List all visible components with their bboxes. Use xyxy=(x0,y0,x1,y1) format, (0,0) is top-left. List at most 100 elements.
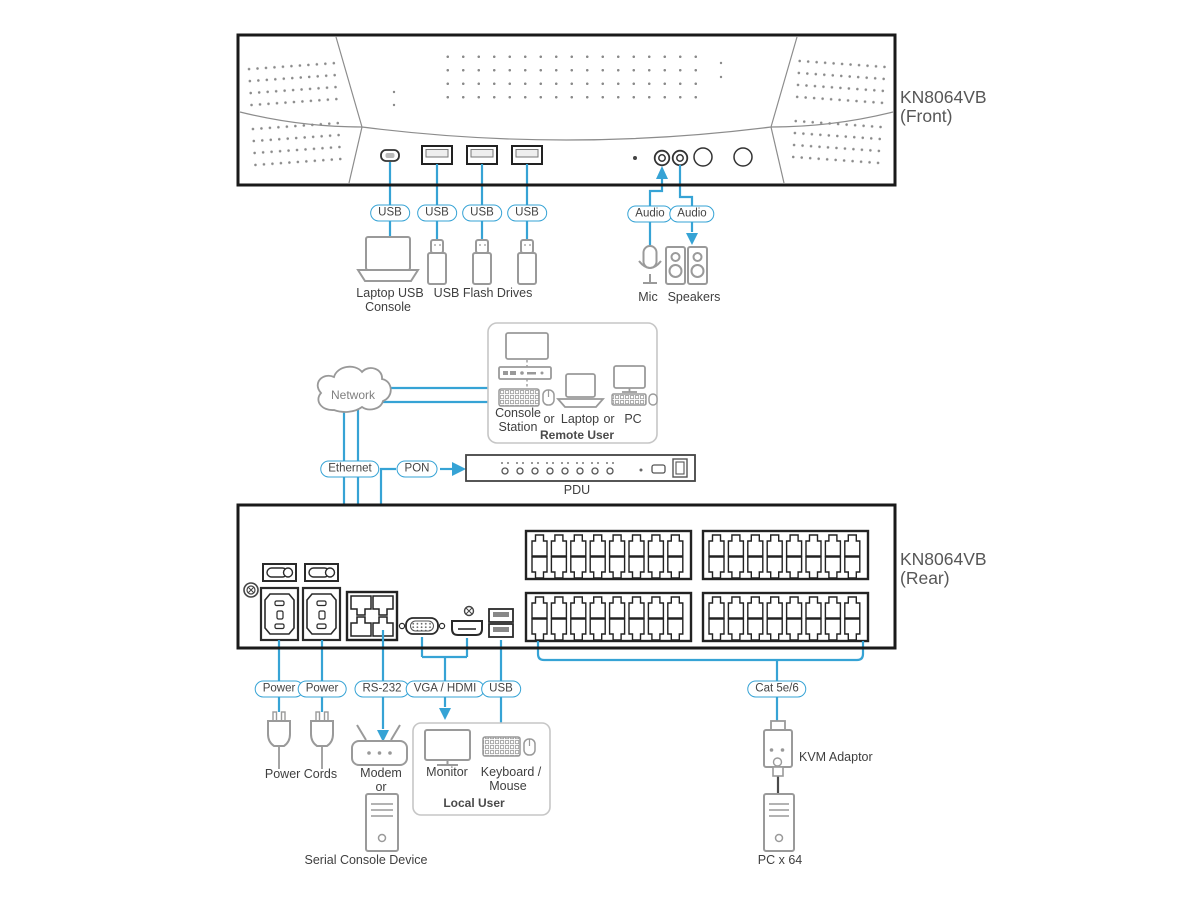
pdu-dot xyxy=(639,468,643,472)
kvm-port-blocks xyxy=(524,529,870,643)
power-plug-icon xyxy=(310,711,334,769)
remote-laptop-icon xyxy=(556,373,605,408)
pdu-outlets xyxy=(501,467,614,475)
serial-console-device-label: Serial Console Device xyxy=(304,853,428,867)
remote-pc-icon xyxy=(611,365,658,406)
pill-usb-4: USB xyxy=(507,204,547,222)
mic-label: Mic xyxy=(638,290,658,304)
speakers-icon xyxy=(665,246,708,285)
usb-flash-drive-icon xyxy=(427,239,447,285)
vent-dots-right-lower xyxy=(788,114,886,174)
vga-port xyxy=(398,617,446,635)
arrow-down-rs232 xyxy=(377,730,389,742)
local-user-box xyxy=(412,722,551,816)
pill-usb-3: USB xyxy=(462,204,502,222)
usb-a-ports-front xyxy=(421,145,543,165)
pill-usb-2: USB xyxy=(417,204,457,222)
keyboard-label-line2: Mouse xyxy=(489,779,527,793)
pc-tower-icon xyxy=(763,793,795,852)
ground-screw-icon xyxy=(243,582,259,598)
front-model-label: KN8064VB (Front) xyxy=(900,88,987,126)
keyboard-label-line1: Keyboard / xyxy=(480,765,542,779)
power-plug-icon xyxy=(267,711,291,769)
console-station-label-line2: Station xyxy=(498,420,538,434)
audio-jacks xyxy=(653,149,689,167)
kvm-adaptor-label: KVM Adaptor xyxy=(799,750,873,764)
kvm-adaptor-icon xyxy=(763,720,793,777)
pill-vga-hdmi: VGA / HDMI xyxy=(405,680,485,698)
pill-power-1: Power xyxy=(254,680,304,698)
local-mouse-icon xyxy=(523,738,536,756)
vent-dots-left-lower xyxy=(248,116,346,176)
network-cloud xyxy=(316,365,392,413)
vent-dots xyxy=(392,61,723,107)
pill-rs232: RS-232 xyxy=(354,680,410,698)
fuse-holders xyxy=(262,563,339,582)
lan-port-block xyxy=(345,590,399,642)
front-devices xyxy=(356,236,708,285)
console-station-icon xyxy=(498,366,552,380)
screw-icon xyxy=(463,605,475,617)
local-user-title: Local User xyxy=(443,796,505,810)
console-mouse-icon xyxy=(542,389,555,406)
led-dot xyxy=(633,156,637,160)
pdu-label: PDU xyxy=(563,483,591,497)
serial-console-tower-icon xyxy=(365,793,399,852)
rear-model-line2: (Rear) xyxy=(900,568,950,588)
flash-drives-label: USB Flash Drives xyxy=(433,286,533,300)
pdu-switch xyxy=(672,458,688,478)
vent-dots-center xyxy=(440,50,702,108)
rear-model-label: KN8064VB (Rear) xyxy=(900,550,987,588)
pill-usb-rear: USB xyxy=(481,680,521,698)
pdu-leds xyxy=(501,462,614,464)
arrow-right-pon xyxy=(452,462,466,476)
front-model-line2: (Front) xyxy=(900,106,953,126)
remote-user-title: Remote User xyxy=(539,428,615,442)
pc-x64-label: PC x 64 xyxy=(757,853,803,867)
rear-devices xyxy=(267,711,795,852)
laptop-console-label-line2: Console xyxy=(365,300,411,314)
remote-user-box xyxy=(487,322,658,444)
pill-pon: PON xyxy=(396,460,438,478)
rear-panel xyxy=(236,503,897,650)
network-cloud-label: Network xyxy=(330,388,376,402)
front-model-line1: KN8064VB xyxy=(900,87,987,107)
power-inlet-sockets xyxy=(259,586,342,642)
pill-usb-1: USB xyxy=(370,204,410,222)
front-bezel-lines xyxy=(239,36,894,184)
or-label-2: or xyxy=(603,412,615,426)
power-cords-label: Power Cords xyxy=(264,767,338,781)
remote-pc-label: PC xyxy=(624,412,642,426)
local-keyboard-icon xyxy=(482,736,521,757)
usb-ports-rear xyxy=(488,608,514,638)
arrow-up-audio-in xyxy=(656,166,668,179)
or-label-1: or xyxy=(543,412,555,426)
monitor-label: Monitor xyxy=(426,765,468,779)
pdu-device xyxy=(465,454,696,482)
remote-laptop-label: Laptop xyxy=(560,412,600,426)
speakers-label: Speakers xyxy=(667,290,721,304)
rear-model-line1: KN8064VB xyxy=(900,549,987,569)
hdmi-port xyxy=(451,620,483,636)
pill-audio-1: Audio xyxy=(627,205,673,223)
pill-cat5e6: Cat 5e/6 xyxy=(747,680,807,698)
laptop-icon xyxy=(356,236,420,282)
or-label-3: or xyxy=(375,780,387,794)
usb-flash-drive-icon xyxy=(517,239,537,285)
pdu-connector xyxy=(651,464,666,474)
front-panel-border xyxy=(236,33,897,187)
vent-dots-left-upper xyxy=(244,56,344,114)
pill-power-2: Power xyxy=(297,680,347,698)
arrow-down-audio-out xyxy=(686,233,698,245)
mic-icon xyxy=(638,245,662,284)
console-station-label-line1: Console xyxy=(495,406,541,420)
pill-ethernet: Ethernet xyxy=(320,460,380,478)
rear-panel-border xyxy=(236,503,897,650)
usb-flash-drive-icon xyxy=(472,239,492,285)
vent-dots-right-upper xyxy=(792,54,892,112)
front-buttons xyxy=(693,147,753,167)
pill-audio-2: Audio xyxy=(669,205,715,223)
laptop-console-label-line1: Laptop USB xyxy=(356,286,424,300)
